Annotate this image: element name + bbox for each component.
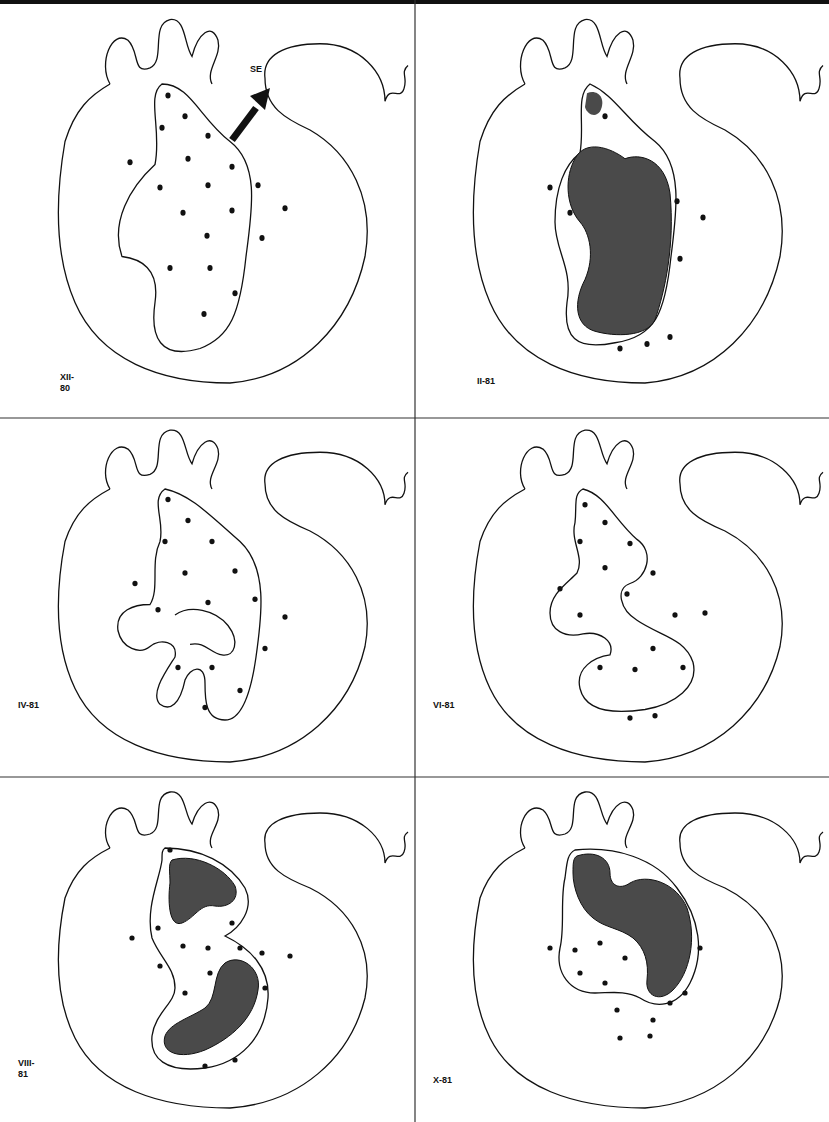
panel-date: XII- 80 [60, 372, 84, 394]
panel-date: VI-81 [433, 700, 455, 711]
direction-label: SE [250, 64, 262, 75]
direction-arrow [232, 88, 270, 140]
panel-date: IV-81 [18, 700, 39, 711]
panel-date: X-81 [433, 1075, 452, 1086]
panel-date: II-81 [477, 376, 495, 387]
panel-date: VIII- 81 [18, 1058, 46, 1080]
